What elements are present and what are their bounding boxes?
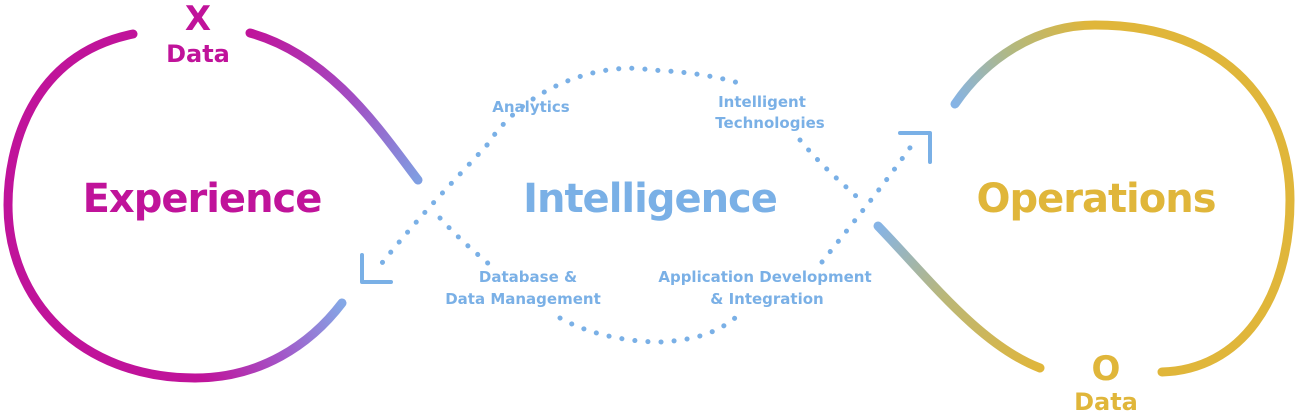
operations-loop-top-tail <box>950 20 1100 109</box>
intelligence-dotted-loop <box>375 65 915 345</box>
label-database-line1: Database & <box>479 268 577 286</box>
operations-data-label: Data <box>1074 388 1138 413</box>
label-appdev-line1: Application Development <box>658 268 871 286</box>
operations-loop-arc <box>1090 20 1295 377</box>
experience-data-label: Data <box>166 40 230 68</box>
experience-loop-bottom-tail <box>190 298 347 383</box>
dotted-arc-top <box>484 65 748 148</box>
label-intelligent-technologies-line1: Intelligent <box>718 93 806 111</box>
experience-loop-top-tail <box>245 28 423 185</box>
experience-title: Experience <box>83 176 322 222</box>
label-appdev-line2: & Integration <box>710 290 823 308</box>
operations-title: Operations <box>976 176 1215 222</box>
dotted-diagonal-right <box>819 142 915 265</box>
operations-loop-bottom-tail <box>873 221 1045 373</box>
intelligence-title: Intelligence <box>523 176 777 222</box>
dotted-arc-top-right <box>797 137 863 203</box>
operations-o-letter: O <box>1092 349 1121 389</box>
dotted-arc-bottom-left <box>437 215 493 268</box>
dotted-arc-bottom <box>557 315 738 345</box>
arrow-head-right <box>898 131 932 164</box>
label-database-line2: Data Management <box>445 290 601 308</box>
label-analytics: Analytics <box>492 98 570 116</box>
arrow-head-left <box>360 253 393 284</box>
dotted-diagonal-left <box>375 142 490 271</box>
experience-loop-arc <box>3 29 200 383</box>
experience-x-letter: X <box>185 0 211 39</box>
label-intelligent-technologies-line2: Technologies <box>715 114 824 132</box>
